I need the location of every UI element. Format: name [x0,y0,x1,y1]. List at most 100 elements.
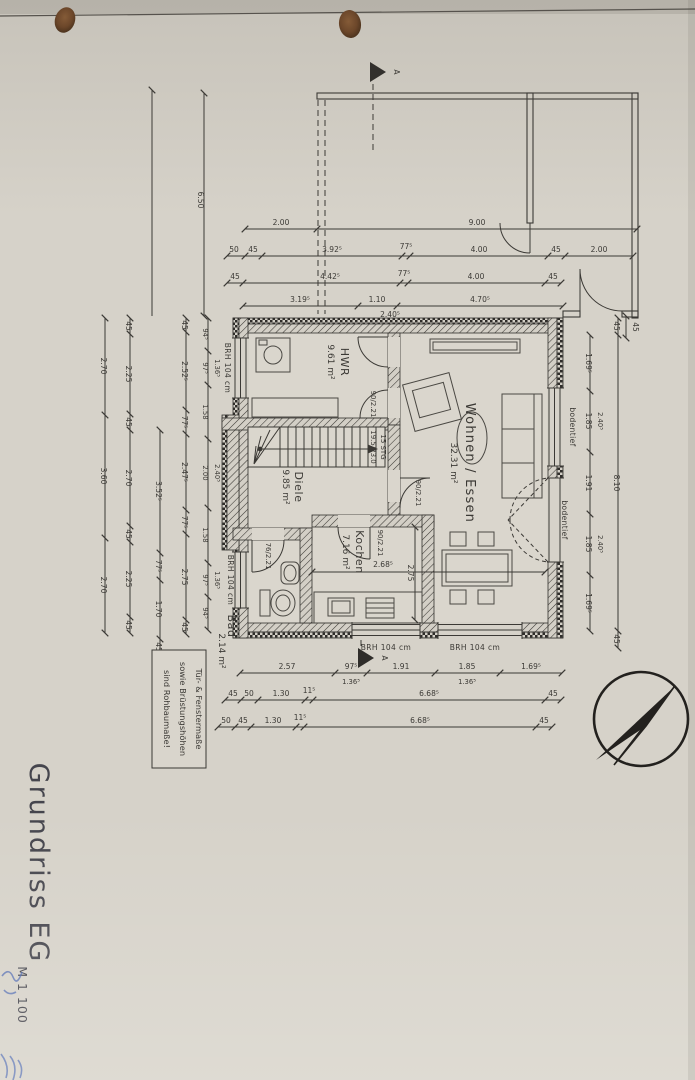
dim-label: 45 [612,321,621,331]
dim-label: 1.91 [393,662,410,671]
dim-label: 77⁵ [180,416,189,429]
dim-label: 45 [612,634,621,644]
room-name-diele: Diele [292,471,305,502]
section-letter-top: A [392,69,401,75]
wall-top-inner [232,323,564,334]
section-letter-bottom: A [380,655,389,661]
window-hwr-left [232,337,249,399]
dim-label: 1.85 [459,662,476,671]
dim-sublabel: 2.40⁵ [380,310,400,319]
note-box: Tür- & Fenstermaße sowie Brüstungshöhen … [151,649,207,769]
dim-label: 45 [180,320,189,330]
dim-sublabel: 1.36⁵ [458,678,476,686]
dim-label: 94⁵ [201,328,209,340]
dim-essen-depth: 2.75 [406,565,415,582]
dim-label: 2.70 [99,358,108,375]
wall-bad-kochen [299,527,313,624]
dim-label: 77⁵ [398,269,411,278]
dim-sublabel: 1.36⁵ [213,571,221,589]
dim-label: 1.85 [584,413,593,430]
dim-label: 50 [229,245,239,254]
dim-label: 97⁵ [345,662,358,671]
dim-label: 50 [221,716,231,725]
dim-sublabel: 2.40⁵ [596,412,604,430]
brh-label-left-1: BRH 104 cm [223,343,232,394]
room-area-wohnen-essen: 32.31 m² [448,442,458,483]
wall-kochen-essen [421,514,435,624]
dim-label: 4.70⁵ [470,295,490,304]
dim-label: 2.70 [99,577,108,594]
dim-label: 2.57 [279,662,296,671]
room-area-diele: 9.85 m² [280,469,290,505]
dim-label: 45 [180,622,189,632]
dim-label: 11⁵ [303,686,316,695]
dim-label: 2.00 [273,218,290,227]
dim-label: 3.92⁵ [322,245,342,254]
dim-sublabel: 2.40⁵ [596,535,604,553]
window-essen-bottom [437,622,523,639]
dim-label-650: 6.50 [196,192,205,209]
dim-label: 45 [230,272,240,281]
dim-label: 4.00 [468,272,485,281]
wall-kochen-top [311,514,435,528]
stair-label-line2: 19.5/23.0 [369,430,377,464]
dim-mini-45: 45 [631,322,640,332]
dim-label: 1.70 [154,601,163,618]
dim-label: 2.25 [124,571,133,588]
dim-label: 2.75 [180,569,189,586]
dim-label: 3.52⁵ [154,481,163,501]
dim-label: 1.91 [584,475,593,492]
brh-label-bottom-2: BRH 104 cm [450,643,501,652]
dim-label: 9.00 [469,218,486,227]
door-gap-wohnen [388,470,400,502]
dim-label: 45 [124,620,133,630]
dim-label: 4.00 [471,245,488,254]
door-gap-hwr [388,337,400,367]
dim-label: 1.30 [273,689,290,698]
door-gap-kochen [338,515,370,527]
room-area-kochen: 7.16 m² [340,534,350,570]
dim-label: 1.30 [265,716,282,725]
dim-label: 1.10 [369,295,386,304]
brh-label-bottom-1: BRH 104 cm [361,643,412,652]
dim-sublabel: 2.40⁵ [213,464,221,482]
room-name-hwr: HWR [338,348,351,377]
dim-label: 1.69⁵ [584,593,593,613]
door-label-90-2: 90/2.21 [414,480,422,507]
note-line-3: sind Rohbaumaße! [162,670,172,748]
dim-label: 45 [124,321,133,331]
note-line-2: sowie Brüstungshöhen [178,662,188,756]
dim-label: 45 [228,689,238,698]
dim-label: 45 [548,272,558,281]
dim-label: 77⁵ [400,242,413,251]
dim-label: 6.68⁵ [419,689,439,698]
dim-label: 8.10 [612,475,621,492]
door-gap-bad [252,528,284,540]
dim-label: 97⁵ [201,362,209,374]
dim-label: 1.58 [201,404,209,419]
dim-label: 1.69⁵ [521,662,541,671]
staircase: 15 STG 19.5/23.0 [247,426,387,468]
dim-label: 45 [124,529,133,539]
dim-label: 45 [248,245,258,254]
dim-label: 3.19⁵ [290,295,310,304]
drawing-title: Grundriss EG [23,763,54,964]
dim-kitchen-width: 2.68⁵ [373,560,393,569]
door-label-90-1: 90/2.21 [369,391,377,418]
dim-label: 45 [539,716,549,725]
dim-label: 77⁵ [180,516,189,529]
dim-label: 77⁵ [154,560,163,573]
door-label-76: 76/2.21 [264,543,272,570]
drawing-scale: M 1 100 [15,966,30,1024]
dim-label: 2.00 [201,465,209,480]
dim-label: 4.42⁵ [320,272,340,281]
room-area-hwr: 9.61 m² [325,344,335,380]
room-name-kochen: Kochen [353,530,366,574]
dim-label: 6.68⁵ [410,716,430,725]
dim-label: 1.58 [201,527,209,542]
door-label-90-3: 90/2.21 [376,530,384,557]
dim-sublabel: 1.36⁵ [342,678,360,686]
window-kochen-bottom [351,622,421,639]
